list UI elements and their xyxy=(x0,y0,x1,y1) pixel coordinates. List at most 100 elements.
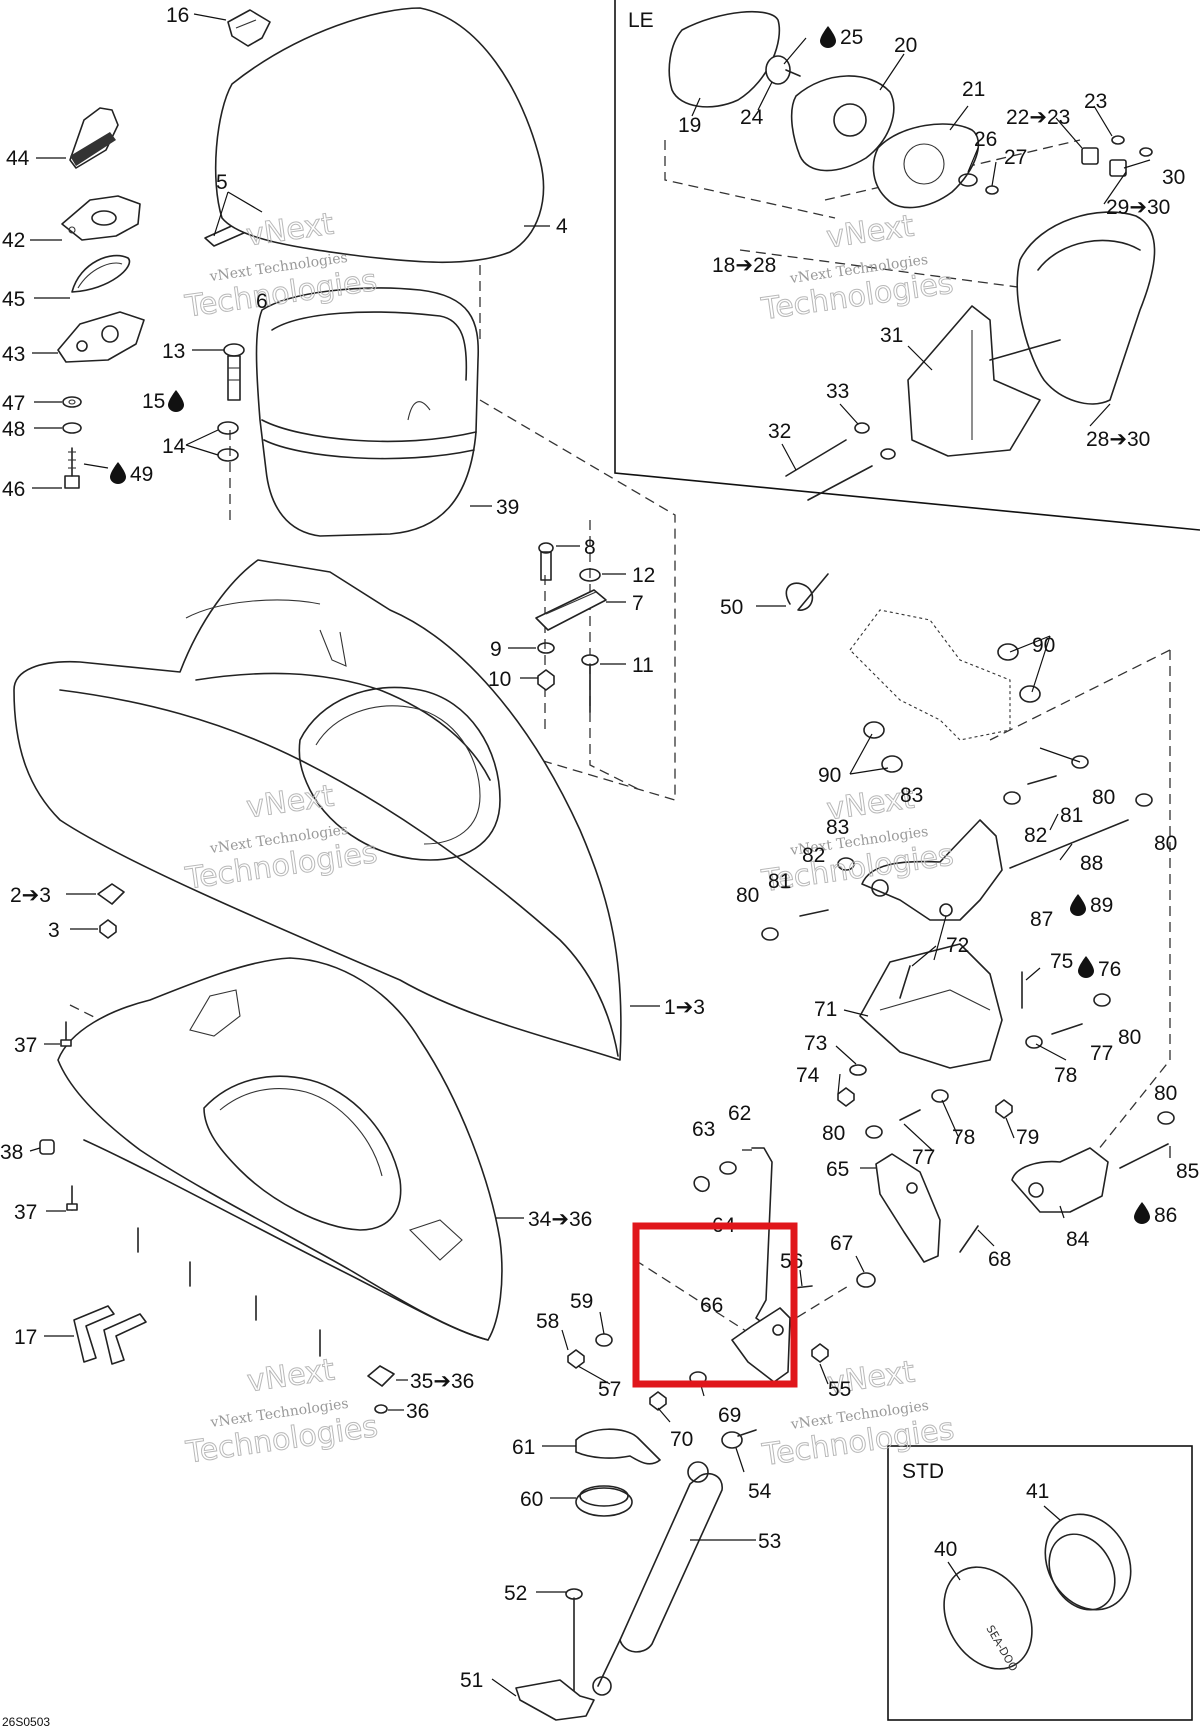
part-62-rod xyxy=(751,1147,773,1325)
part-12-washer xyxy=(579,568,601,582)
part-57-59-spacer-nut xyxy=(567,1333,613,1369)
callout-7: 7 xyxy=(632,592,644,615)
callout-61: 61 xyxy=(512,1436,535,1459)
callout-25: 25 xyxy=(840,26,863,49)
part-33-washers xyxy=(854,422,896,460)
drop-icon xyxy=(110,462,126,484)
callout-5: 5 xyxy=(216,171,228,194)
callout-62: 62 xyxy=(728,1102,751,1125)
callout-79: 79 xyxy=(1016,1126,1039,1149)
part-51-bracket xyxy=(515,1679,595,1721)
callout-68: 68 xyxy=(988,1248,1011,1271)
callout-89: 89 xyxy=(1090,894,1113,917)
callout-54: 54 xyxy=(748,1480,772,1503)
part-44-hook-strip xyxy=(69,107,119,169)
part-65-bracket xyxy=(875,1153,941,1263)
svg-text:vNext: vNext xyxy=(824,209,916,256)
callout-69: 69 xyxy=(718,1404,741,1427)
callout-51: 51 xyxy=(460,1669,483,1692)
callout-70: 70 xyxy=(670,1428,693,1451)
callout-22-23: 22➔23 xyxy=(1006,106,1070,129)
part-37-screws xyxy=(60,1021,321,1357)
callout-labels: 16 4 44 5 42 6 45 43 13 47 15 48 14 46 4… xyxy=(0,4,1199,1692)
callout-83a: 83 xyxy=(900,784,923,807)
reference-code: 26S0503 xyxy=(2,1715,50,1729)
callout-58: 58 xyxy=(536,1310,559,1333)
callout-52: 52 xyxy=(504,1582,527,1605)
part-61-clamp xyxy=(575,1428,661,1465)
callout-81b: 81 xyxy=(768,870,791,893)
callout-26: 26 xyxy=(974,128,997,151)
part-46-bolt xyxy=(64,447,80,489)
part-56-67-bolt-spacer xyxy=(793,1225,979,1289)
callout-67: 67 xyxy=(830,1232,853,1255)
callout-37a: 37 xyxy=(14,1034,37,1057)
callout-31: 31 xyxy=(880,324,903,347)
callout-77b: 77 xyxy=(912,1146,935,1169)
inset-le-frame: LE xyxy=(614,0,1200,531)
callout-29-30: 29➔30 xyxy=(1106,196,1170,219)
hull-section-dotted xyxy=(849,609,1011,741)
part-87-bracket xyxy=(861,819,1003,921)
callout-38: 38 xyxy=(0,1141,23,1164)
callout-71: 71 xyxy=(814,998,837,1021)
callout-80a: 80 xyxy=(1092,786,1115,809)
part-3-nut xyxy=(99,919,117,939)
callout-80d: 80 xyxy=(1118,1026,1141,1049)
callout-55: 55 xyxy=(828,1378,851,1401)
callout-88: 88 xyxy=(1080,852,1103,875)
callout-72: 72 xyxy=(946,934,969,957)
callout-76: 76 xyxy=(1098,958,1121,981)
part-72-75-bolts xyxy=(899,965,1083,1121)
callout-57: 57 xyxy=(598,1378,621,1401)
watermark-5: vNext vNext Technologies Technologies xyxy=(183,1352,381,1471)
callout-84: 84 xyxy=(1066,1228,1090,1251)
callout-44: 44 xyxy=(6,147,30,170)
callout-80e: 80 xyxy=(1154,1082,1177,1105)
callout-41: 41 xyxy=(1026,1480,1049,1503)
callout-75: 75 xyxy=(1050,950,1073,973)
callout-37b: 37 xyxy=(14,1201,37,1224)
callout-42: 42 xyxy=(2,229,25,252)
callout-14: 14 xyxy=(162,435,186,458)
callout-39: 39 xyxy=(496,496,519,519)
callout-50: 50 xyxy=(720,596,743,619)
part-63-64-washer-nut xyxy=(693,1161,737,1193)
callout-90b: 90 xyxy=(818,764,841,787)
part-13-bolt xyxy=(223,343,245,401)
callout-78b: 78 xyxy=(952,1126,975,1149)
callout-86: 86 xyxy=(1154,1204,1177,1227)
part-2-3-nut xyxy=(97,883,125,905)
part-16-clip xyxy=(227,9,271,47)
part-45-loop xyxy=(71,254,131,293)
part-35-36-nut xyxy=(367,1365,395,1414)
part-8-bolt xyxy=(538,542,554,581)
callout-19: 19 xyxy=(678,114,701,137)
part-80-caps xyxy=(761,755,1175,1139)
drop-icon xyxy=(1134,1202,1150,1224)
part-54-ball-stud xyxy=(721,1429,757,1449)
callout-2-3: 2➔3 xyxy=(10,884,51,907)
part-24-bulb xyxy=(765,55,801,85)
callout-40: 40 xyxy=(934,1538,957,1561)
part-10-nut xyxy=(537,669,555,691)
part-78-79-washers xyxy=(931,1035,1043,1119)
part-73-74-washer-nut xyxy=(837,1064,867,1107)
callout-80f: 80 xyxy=(822,1122,845,1145)
part-85-bolt xyxy=(1119,1143,1169,1169)
part-31-mount xyxy=(907,305,1061,457)
callout-10: 10 xyxy=(488,668,511,691)
callout-80b: 80 xyxy=(1154,832,1177,855)
callout-49: 49 xyxy=(130,463,153,486)
callout-47: 47 xyxy=(2,392,25,415)
callout-81a: 81 xyxy=(1060,804,1083,827)
callout-53: 53 xyxy=(758,1530,781,1553)
part-38-cap xyxy=(39,1139,55,1155)
callout-80c: 80 xyxy=(736,884,759,907)
callout-85: 85 xyxy=(1176,1160,1199,1183)
callout-59: 59 xyxy=(570,1290,593,1313)
callout-87: 87 xyxy=(1030,908,1053,931)
callout-82a: 82 xyxy=(1024,824,1047,847)
callout-11: 11 xyxy=(632,654,654,677)
